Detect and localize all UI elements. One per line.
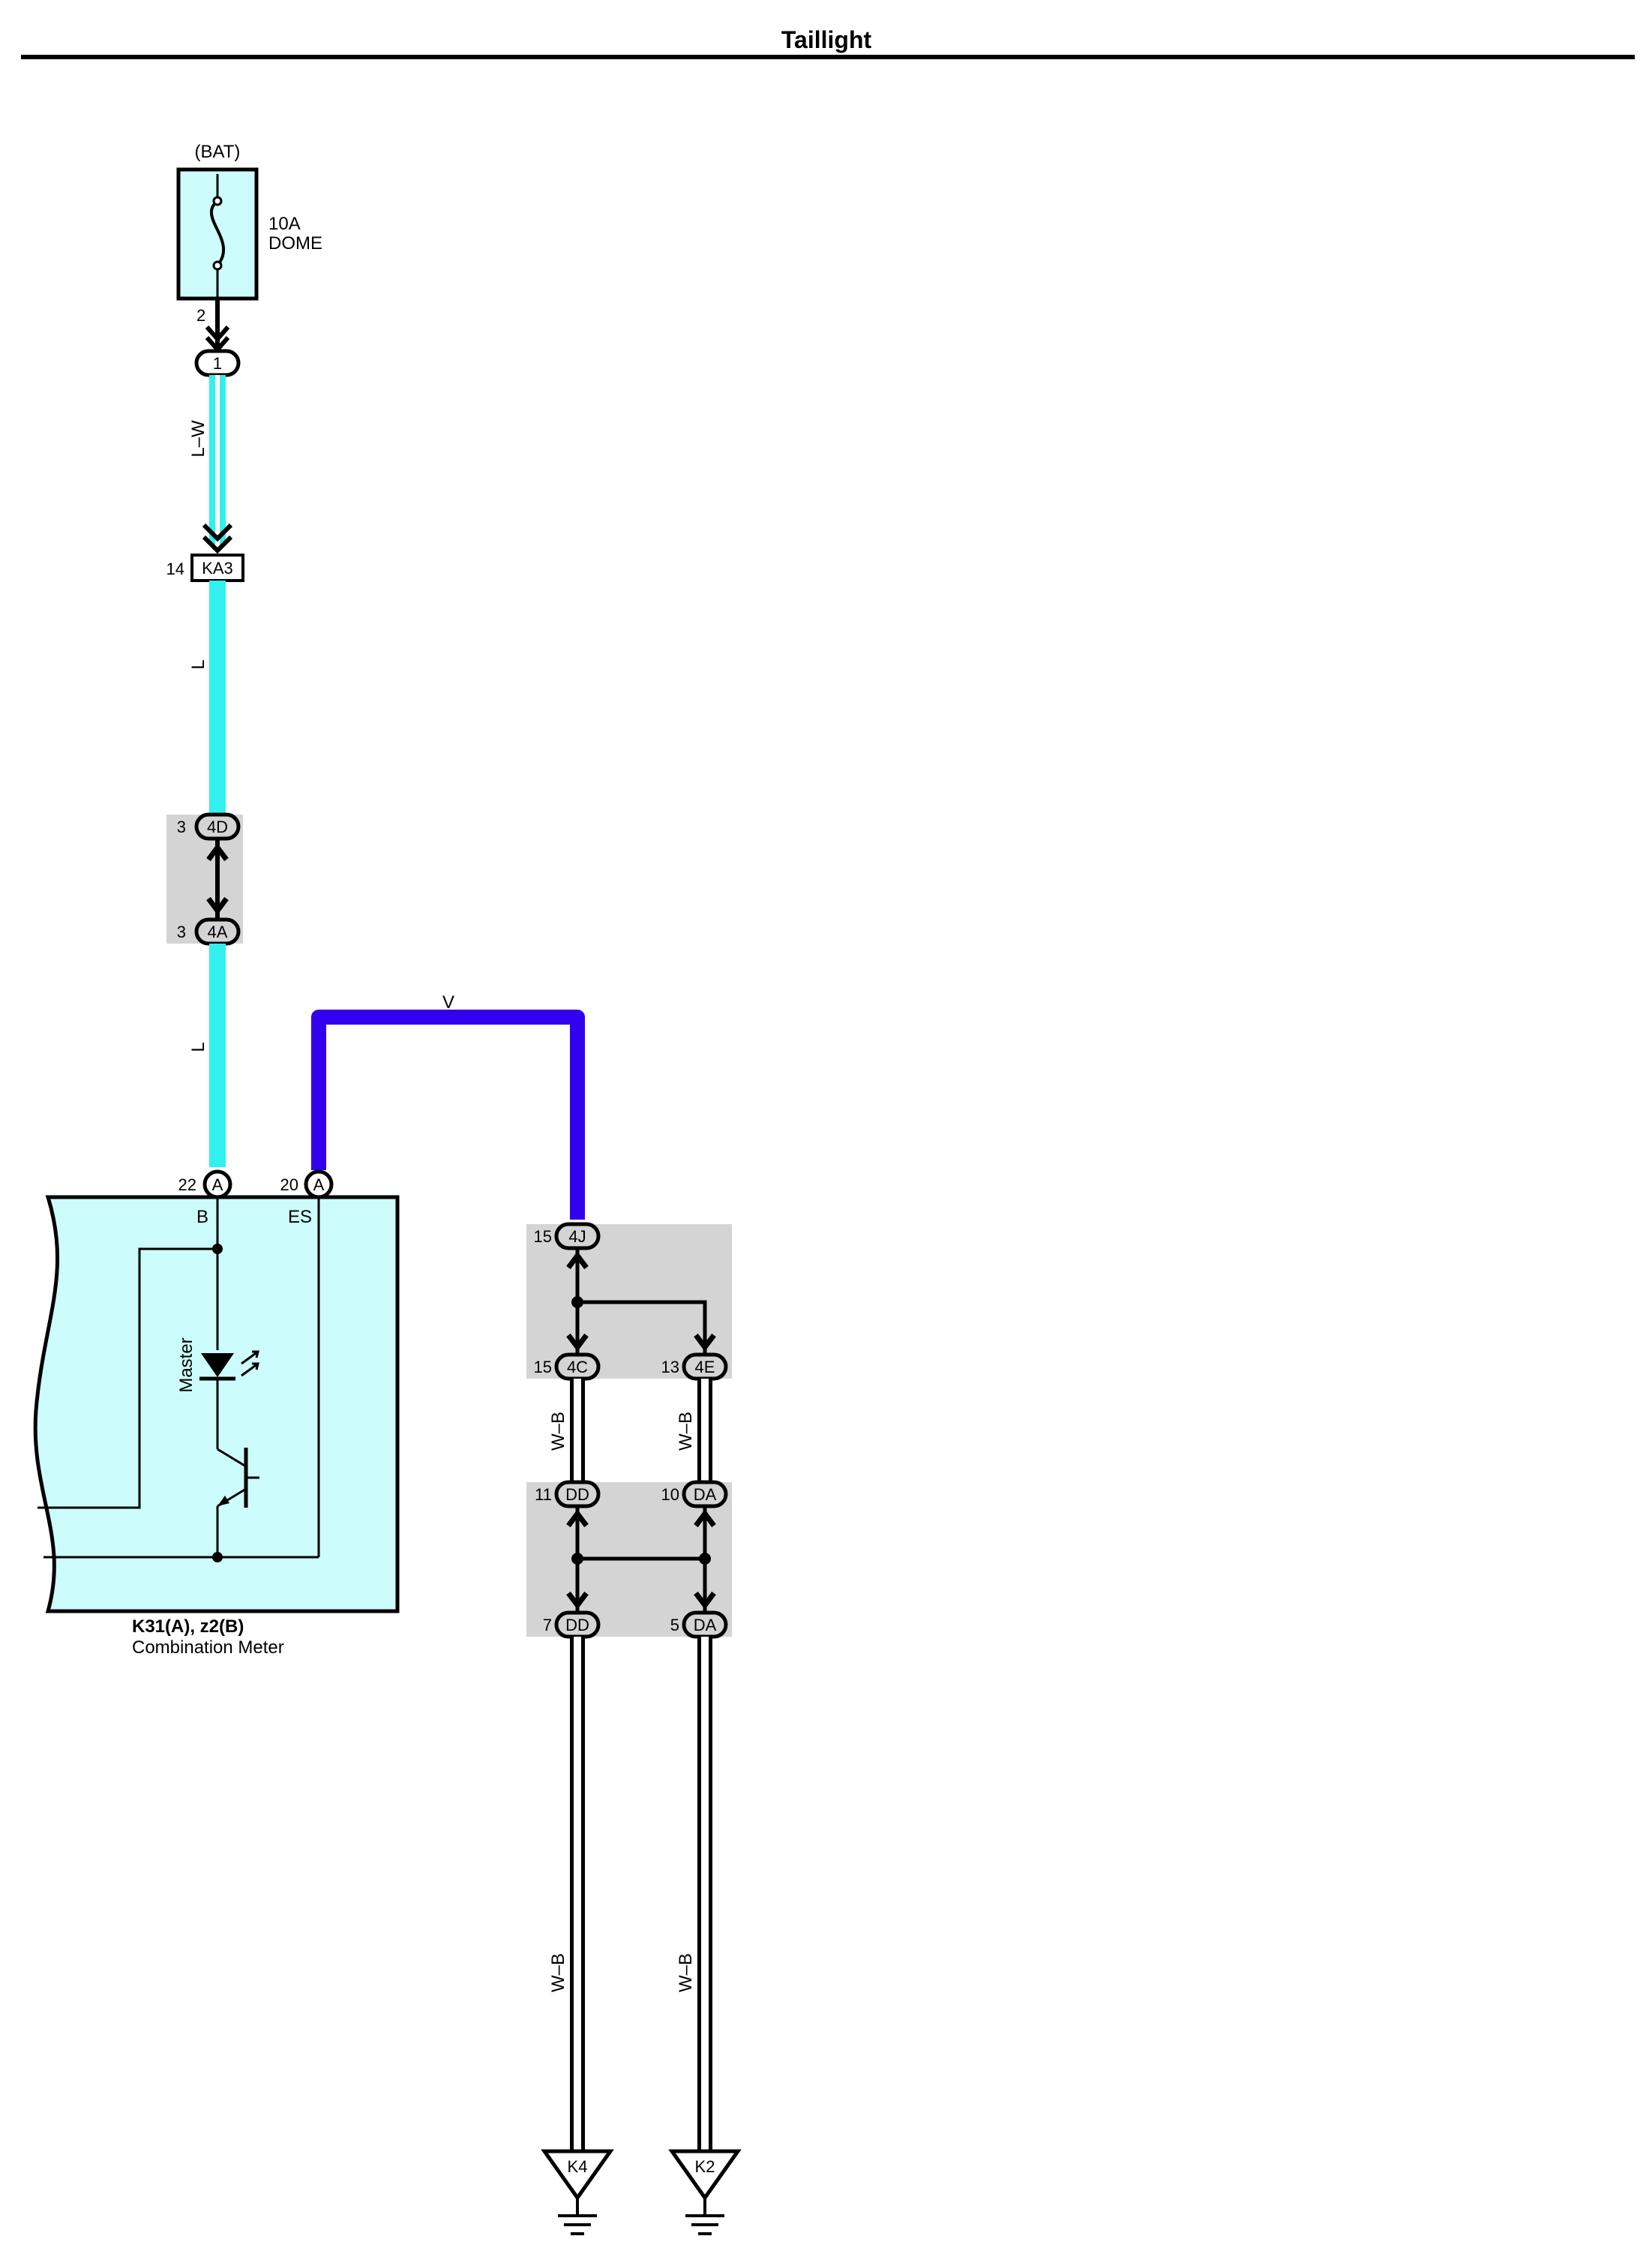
arrow-down-icon (205, 326, 230, 343)
c4c-pin-number: 15 (534, 1358, 552, 1376)
c4j-pin-number: 15 (534, 1227, 552, 1246)
led-light-icon (241, 1350, 259, 1377)
connector-ka3-code: KA3 (202, 559, 233, 578)
wire-label-wb-left-lower: W–B (548, 1953, 568, 1992)
led-icon (201, 1353, 234, 1377)
fuse-terminal-top (212, 196, 223, 206)
arrow-up-icon (694, 1509, 716, 1528)
arrow-down-icon (566, 1333, 589, 1352)
arrow-up-icon (566, 1509, 589, 1528)
wire-label-v: V (442, 992, 454, 1013)
c4d-pin-number: 3 (177, 818, 186, 836)
ground-k2-label: K2 (695, 2157, 715, 2176)
connector-ka3 (190, 554, 244, 582)
wire-label-lw: L–W (188, 420, 208, 458)
arrow-down-icon (566, 1591, 589, 1610)
connector-4j-code: 4J (568, 1227, 586, 1246)
fuse-name: DOME (268, 233, 322, 254)
connector-da-upper-code: DA (694, 1485, 717, 1504)
led-label: Master (176, 1337, 196, 1392)
connector-4a-code: 4A (208, 923, 228, 941)
meter-pin-b-num: 22 (178, 1175, 196, 1194)
cda2-pin-number: 5 (670, 1616, 679, 1634)
arrow-down-icon (694, 1333, 716, 1352)
connector-4e-code: 4E (695, 1358, 715, 1376)
ground-point-k4 (541, 2149, 614, 2201)
meter-code: K31(A), z2(B) (132, 1616, 244, 1637)
ground-point-k2 (668, 2149, 742, 2201)
arrow-down-icon (694, 1591, 716, 1610)
wire-wb-left-upper-core (574, 1379, 581, 1482)
meter-pin-b-conn: A (212, 1175, 223, 1194)
block-4j-branch (577, 1300, 707, 1355)
wire-l-lower (209, 944, 226, 1167)
arrow-up-icon (206, 843, 229, 862)
ground-k4-label: K4 (568, 2157, 588, 2176)
wire-label-wb-right-lower: W–B (676, 1953, 696, 1992)
wire-lw-stripe (215, 375, 220, 545)
cdd1-pin-number: 11 (535, 1485, 552, 1504)
wire-label-wb-right-upper: W–B (676, 1412, 696, 1451)
connector-4d-code: 4D (207, 818, 228, 836)
ka3-pin-number: 14 (166, 560, 184, 578)
block-da-node (699, 1553, 711, 1565)
power-source-label: (BAT) (195, 142, 241, 162)
transistor-collector (217, 1448, 247, 1468)
c4e-pin-number: 13 (661, 1358, 679, 1376)
wire-wb-right-lower-core (701, 1637, 709, 2154)
connector-dd-upper-code: DD (565, 1485, 589, 1504)
meter-pin-es-conn: A (313, 1175, 325, 1194)
connector-dd-lower-code: DD (565, 1616, 589, 1634)
wire-label-l-upper: L (188, 659, 208, 669)
page-title: Taillight (781, 26, 872, 53)
fuse-pin-number: 2 (196, 306, 205, 325)
fuse-terminal-bottom (212, 260, 223, 271)
connector-da-lower-code: DA (694, 1616, 717, 1634)
fuse-rating: 10A (268, 214, 301, 234)
transistor-emitter-arrow-icon (217, 1496, 229, 1506)
cda1-pin-number: 10 (661, 1485, 679, 1504)
wire-v (311, 1010, 585, 1220)
wire-wb-left-lower-core (574, 1637, 581, 2154)
wire-label-l-lower: L (188, 1042, 208, 1052)
meter-trace-left (37, 1247, 217, 1509)
wire-l-upper (209, 581, 226, 815)
arrow-down-icon (206, 896, 229, 915)
meter-terminal-es: ES (288, 1207, 312, 1227)
block-dd-node (571, 1553, 583, 1565)
arrow-down-icon (202, 523, 233, 542)
wire-label-wb-left-upper: W–B (548, 1412, 568, 1451)
meter-pin-es-num: 20 (280, 1175, 298, 1194)
fuse-icon (210, 200, 225, 267)
meter-terminal-b: B (196, 1207, 208, 1227)
arrow-down-icon (202, 535, 233, 554)
connector-1-code: 1 (213, 354, 222, 373)
cdd2-pin-number: 7 (543, 1616, 552, 1634)
wire-wb-right-upper-core (701, 1379, 709, 1482)
meter-name: Combination Meter (132, 1637, 284, 1658)
c4a-pin-number: 3 (177, 923, 186, 941)
connector-4c-code: 4C (567, 1358, 588, 1376)
